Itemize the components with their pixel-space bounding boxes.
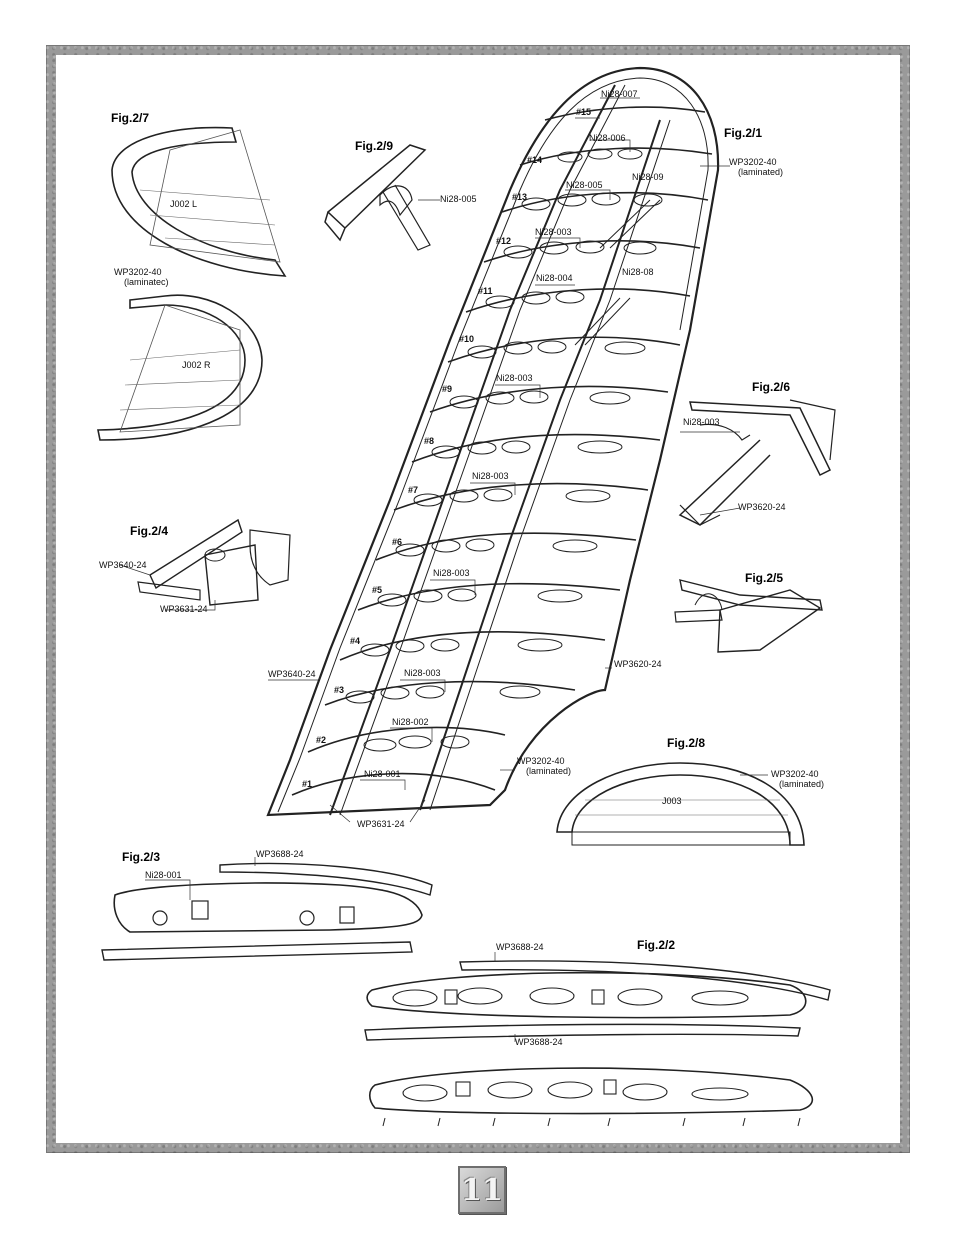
label-j003: J003 xyxy=(662,796,682,806)
fig-2-4-title: Fig.2/4 xyxy=(130,524,169,538)
fig-2-5-drawing xyxy=(674,579,823,653)
fig-2-7-title: Fig.2/7 xyxy=(111,111,150,125)
rib-label-2: #2 xyxy=(316,735,327,745)
rib-label-15: #15 xyxy=(576,107,592,117)
rib-label-10: #10 xyxy=(459,334,475,344)
label-ni28-003-e: Ni28-003 xyxy=(404,668,441,678)
label-fig26-ni28-003: Ni28-003 xyxy=(683,417,720,427)
label-fig24-wp3631-24: WP3631-24 xyxy=(160,604,208,614)
label-fig22-wp3688-24-top: WP3688-24 xyxy=(496,942,544,952)
fig-2-8-title: Fig.2/8 xyxy=(667,736,706,750)
label-fig23-wp3688-24: WP3688-24 xyxy=(256,849,304,859)
label-j002-r: J002 R xyxy=(182,360,211,370)
page-number-badge: 11 xyxy=(458,1166,506,1214)
label-ni28-09: Ni28-09 xyxy=(632,172,664,182)
rib-label-12: #12 xyxy=(496,236,512,246)
rib-label-14: #14 xyxy=(527,155,543,165)
label-ni28-003-c: Ni28-003 xyxy=(472,471,509,481)
label-laminated-bottom: (laminated) xyxy=(526,766,572,776)
label-fig27-wp3202-40: WP3202-40 xyxy=(114,267,162,277)
label-ni28-002: Ni28-002 xyxy=(392,717,429,727)
fig-2-4-drawing xyxy=(137,518,291,606)
label-ni28-007: Ni28-007 xyxy=(601,89,638,99)
label-fig27-laminated: (laminatec) xyxy=(124,277,169,287)
rib-label-3: #3 xyxy=(334,685,345,695)
label-ni28-006: Ni28-006 xyxy=(589,133,626,143)
label-fig29-ni28-005: Ni28-005 xyxy=(440,194,477,204)
label-fig26-wp3620-24: WP3620-24 xyxy=(738,502,786,512)
rib-label-1: #1 xyxy=(302,779,313,789)
fig-2-9-drawing xyxy=(324,144,431,251)
fig-2-6-title: Fig.2/6 xyxy=(752,380,791,394)
label-ni28-003-b: Ni28-003 xyxy=(496,373,533,383)
fig-2-1-title: Fig.2/1 xyxy=(724,126,763,140)
page-number: 11 xyxy=(461,1172,503,1208)
fig-2-7-drawing xyxy=(97,126,287,441)
label-wp3202-40-bottom: WP3202-40 xyxy=(517,756,565,766)
label-fig24-wp3640-24: WP3640-24 xyxy=(99,560,147,570)
fig-2-3-drawing xyxy=(101,862,433,961)
label-laminated-top: (laminated) xyxy=(738,167,784,177)
fig-2-9-title: Fig.2/9 xyxy=(355,139,394,153)
rib-label-7: #7 xyxy=(408,485,419,495)
fig-2-2-drawing xyxy=(364,960,831,1127)
label-ni28-003-d: Ni28-003 xyxy=(433,568,470,578)
fig-2-8-drawing xyxy=(556,762,805,846)
label-fig23-ni28-001: Ni28-001 xyxy=(145,870,182,880)
fig-2-2-title: Fig.2/2 xyxy=(637,938,676,952)
label-wp3640-24: WP3640-24 xyxy=(268,669,316,679)
fig-2-6-drawing xyxy=(678,399,836,526)
label-ni28-001: Ni28-001 xyxy=(364,769,401,779)
rib-label-11: #11 xyxy=(478,286,493,296)
fig-2-5-title: Fig.2/5 xyxy=(745,571,784,585)
label-wp3631-24: WP3631-24 xyxy=(357,819,405,829)
wing-frame-drawing xyxy=(266,66,720,817)
label-ni28-005: Ni28-005 xyxy=(566,180,603,190)
label-fig28-laminated: (laminated) xyxy=(779,779,825,789)
label-j002-l: J002 L xyxy=(170,199,198,209)
label-wp3202-40-top: WP3202-40 xyxy=(729,157,777,167)
rib-label-13: #13 xyxy=(512,192,528,202)
rib-label-4: #4 xyxy=(350,636,361,646)
label-fig28-wp3202-40: WP3202-40 xyxy=(771,769,819,779)
label-ni28-003-a: Ni28-003 xyxy=(535,227,572,237)
rib-label-9: #9 xyxy=(442,384,453,394)
label-ni28-08: Ni28-08 xyxy=(622,267,654,277)
rib-label-6: #6 xyxy=(392,537,403,547)
rib-label-8: #8 xyxy=(424,436,435,446)
fig-2-3-title: Fig.2/3 xyxy=(122,850,161,864)
label-ni28-004: Ni28-004 xyxy=(536,273,573,283)
rib-label-5: #5 xyxy=(372,585,383,595)
label-wp3620-24: WP3620-24 xyxy=(614,659,662,669)
label-fig22-wp3688-24-mid: WP3688-24 xyxy=(515,1037,563,1047)
